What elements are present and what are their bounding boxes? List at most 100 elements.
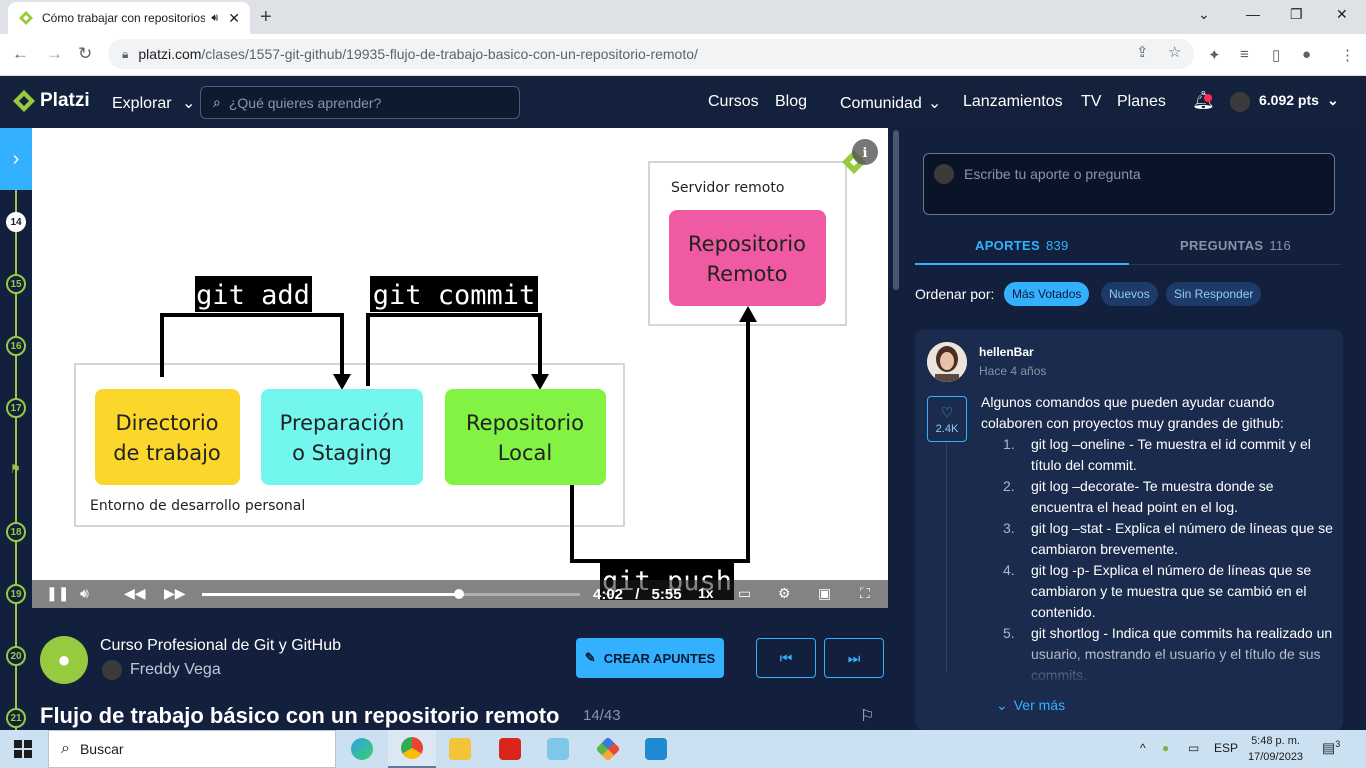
- rail-item[interactable]: 15: [6, 274, 26, 294]
- chevron-down-icon: ⌄: [927, 95, 942, 112]
- chevron-down-icon[interactable]: ⌄: [1198, 6, 1210, 22]
- user-points[interactable]: 6.092 pts⌄: [1259, 92, 1339, 109]
- contribution-input[interactable]: Escribe tu aporte o pregunta: [923, 153, 1335, 215]
- time-separator: /: [635, 586, 640, 603]
- like-button[interactable]: ♡ 2.4K: [927, 396, 967, 442]
- rail-item[interactable]: 16: [6, 336, 26, 356]
- course-badge[interactable]: ●: [40, 636, 88, 684]
- close-window-icon[interactable]: ✕: [1336, 6, 1348, 22]
- back-icon[interactable]: ←: [12, 44, 29, 63]
- browser-tab[interactable]: Cómo trabajar con repositorios 🔊︎ ✕: [8, 2, 250, 34]
- pause-icon[interactable]: ❚❚: [46, 585, 70, 601]
- course-title[interactable]: Curso Profesional de Git y GitHub: [100, 637, 341, 654]
- taskbar-search[interactable]: ⌕ Buscar: [48, 730, 336, 768]
- fullscreen-icon[interactable]: ⛶: [860, 585, 870, 601]
- playback-speed[interactable]: 1x: [698, 585, 714, 601]
- media-control-icon[interactable]: ≡: [1240, 46, 1249, 63]
- search-icon: ⌕: [61, 740, 70, 757]
- notification-center-icon[interactable]: ▤3: [1322, 739, 1341, 756]
- git-gui-app[interactable]: [584, 730, 632, 768]
- sort-unanswered[interactable]: Sin Responder: [1166, 282, 1262, 306]
- picture-in-picture-icon[interactable]: ▣: [818, 585, 832, 601]
- skip-previous-icon: ⏮: [779, 649, 793, 666]
- comment-username[interactable]: hellenBar: [979, 345, 1034, 359]
- clock-time: 5:48 p. m.: [1251, 735, 1300, 747]
- explorer-app[interactable]: [436, 730, 484, 768]
- explorar-label: Explorar: [112, 95, 172, 112]
- captions-icon[interactable]: ▭: [738, 585, 752, 601]
- restore-icon[interactable]: ❐: [1290, 6, 1303, 22]
- rail-item[interactable]: 14: [6, 212, 26, 232]
- settings-gear-icon[interactable]: ⚙: [778, 585, 791, 601]
- nav-planes[interactable]: Planes: [1117, 93, 1166, 110]
- expand-rail-button[interactable]: ›: [0, 128, 32, 190]
- next-class-button[interactable]: ⏭: [824, 638, 884, 678]
- forward-icon[interactable]: →: [46, 44, 63, 63]
- share-icon[interactable]: ⇪: [1136, 44, 1149, 61]
- rail-item[interactable]: 21: [6, 708, 26, 728]
- close-tab-icon[interactable]: ✕: [228, 9, 240, 26]
- acrobat-app[interactable]: [486, 730, 534, 768]
- scrollbar[interactable]: [893, 130, 899, 290]
- battery-icon[interactable]: ▭: [1188, 741, 1200, 755]
- notepad-app[interactable]: [534, 730, 582, 768]
- see-more-link[interactable]: ⌄Ver más: [996, 697, 1065, 714]
- sort-most-voted[interactable]: Más Votados: [1004, 282, 1090, 306]
- rail-item[interactable]: 20: [6, 646, 26, 666]
- lock-icon[interactable]: 🔒︎: [122, 46, 129, 61]
- nav-comunidad[interactable]: Comunidad⌄: [840, 93, 941, 113]
- volume-icon[interactable]: 🔊︎: [80, 585, 89, 601]
- fast-forward-icon[interactable]: ▶▶: [164, 585, 186, 601]
- search-input[interactable]: ⌕ ¿Qué quieres aprender?: [200, 86, 520, 119]
- input-language[interactable]: ESP: [1214, 741, 1239, 755]
- reload-icon[interactable]: ↻: [78, 44, 93, 63]
- comment-time: Hace 4 años: [979, 364, 1047, 378]
- bookmark-star-icon[interactable]: ☆: [1168, 44, 1182, 61]
- tray-app-icon[interactable]: ●: [1162, 741, 1170, 755]
- user-avatar[interactable]: [1230, 92, 1250, 112]
- comment-avatar[interactable]: [927, 342, 967, 382]
- speaker-icon[interactable]: 🔊︎: [211, 11, 219, 24]
- notifications-bell-icon[interactable]: 🔔︎: [1192, 90, 1215, 110]
- taskbar-search-label: Buscar: [79, 741, 124, 757]
- chevron-up-icon[interactable]: ^: [1140, 741, 1146, 755]
- nav-tv[interactable]: TV: [1081, 93, 1102, 110]
- chrome-app[interactable]: [388, 730, 436, 768]
- teacher-name[interactable]: Freddy Vega: [130, 661, 221, 678]
- windows-start-icon[interactable]: [14, 740, 32, 758]
- chrome-icon: [401, 737, 423, 759]
- nav-blog[interactable]: Blog: [775, 93, 808, 110]
- menu-dots-icon[interactable]: ⋮: [1340, 47, 1355, 64]
- video-player[interactable]: git add git commit git push Directorio d…: [32, 128, 888, 608]
- list-item-text: git log -p- Explica el número de líneas …: [1031, 562, 1312, 620]
- profile-icon[interactable]: ●: [1302, 46, 1312, 63]
- explorar-menu[interactable]: Explorar ⌄: [112, 93, 195, 113]
- list-item: 1.git log –oneline - Te muestra el id co…: [1003, 434, 1333, 476]
- vscode-app[interactable]: [632, 730, 680, 768]
- rail-item[interactable]: 19: [6, 584, 26, 604]
- side-panel-icon[interactable]: ▯: [1272, 47, 1281, 64]
- rail-item[interactable]: 18: [6, 522, 26, 542]
- platzi-logo[interactable]: Platzi: [12, 89, 90, 113]
- pdf-icon: [499, 738, 521, 760]
- nav-lanzamientos[interactable]: Lanzamientos: [963, 93, 1063, 110]
- extensions-icon[interactable]: ✦: [1208, 47, 1221, 64]
- nav-cursos[interactable]: Cursos: [708, 93, 759, 110]
- tab-preguntas-count: 116: [1269, 238, 1291, 253]
- previous-class-button[interactable]: ⏮: [756, 638, 816, 678]
- rail-item[interactable]: 17: [6, 398, 26, 418]
- new-tab-icon[interactable]: +: [260, 6, 272, 28]
- edge-app[interactable]: [338, 730, 386, 768]
- rewind-icon[interactable]: ◀◀: [124, 585, 146, 601]
- minimize-icon[interactable]: —: [1246, 6, 1260, 22]
- progress-handle[interactable]: [454, 589, 465, 599]
- video-progress-bar[interactable]: [202, 589, 580, 599]
- sort-new[interactable]: Nuevos: [1101, 282, 1158, 306]
- report-flag-icon[interactable]: ⚐: [860, 708, 875, 725]
- create-notes-button[interactable]: ✎ CREAR APUNTES: [576, 638, 724, 678]
- platzi-header: Platzi Explorar ⌄ ⌕ ¿Qué quieres aprende…: [0, 76, 1366, 128]
- url-field[interactable]: 🔒︎ platzi.com /clases/1557-git-github/19…: [108, 39, 1194, 69]
- system-clock[interactable]: 5:48 p. m. 17/09/2023: [1248, 733, 1303, 765]
